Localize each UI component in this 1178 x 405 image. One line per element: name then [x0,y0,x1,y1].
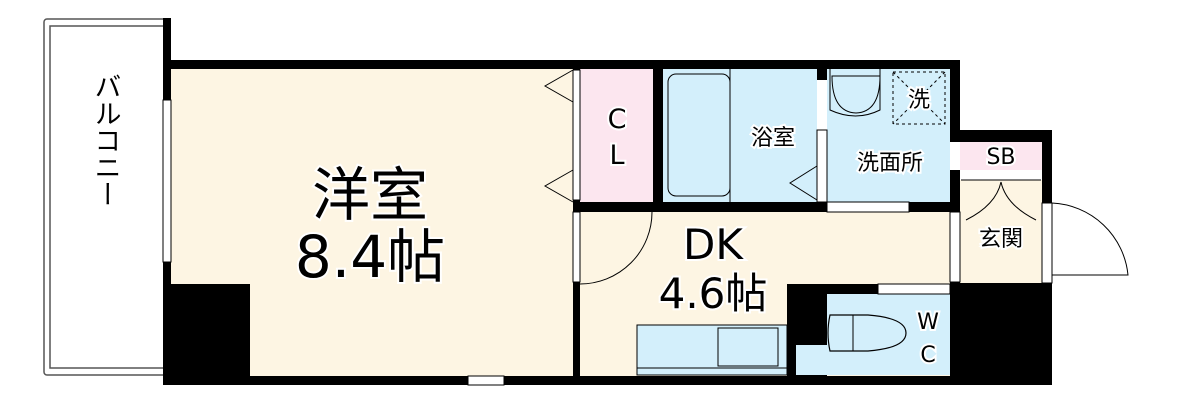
western-room-door[interactable] [572,211,581,283]
bathroom-door-fold-icon [789,165,818,201]
entrance-floor [960,180,1042,283]
washer-label: 洗 [908,88,930,113]
washer-space [892,71,946,125]
entrance-door[interactable] [1041,202,1053,284]
walls [163,18,1052,385]
wc-label-2: C [920,343,935,368]
closet-label-1: C [608,104,627,135]
sink-icon [829,67,881,117]
shoe-box-door-icon [961,179,1041,221]
shoe-box-label: SB [986,145,1015,170]
closet-label-2: L [609,140,624,171]
door-swing-icon [579,211,653,285]
balcony-label: バルコニー [90,73,121,208]
bathroom-label: 浴室 [751,126,795,151]
bathroom-floor [663,68,817,202]
entrance-door-swing-icon [1051,202,1129,276]
bathroom-door[interactable] [816,129,828,203]
washroom-floor [827,68,950,202]
kitchen-counter [636,324,788,376]
wc-door[interactable] [877,283,951,295]
dk-entrance-door[interactable] [949,211,961,283]
wc-storage [796,345,827,375]
wc-label-1: W [917,310,939,335]
balcony: バルコニー [43,18,167,376]
toilet-icon [827,314,907,352]
shoe-box [960,142,1042,170]
western-room-size: 8.4帖 [295,223,445,291]
closet-door[interactable] [572,69,581,201]
washer-cross-icon [892,71,946,125]
washroom-door[interactable] [826,201,910,213]
balcony-window[interactable] [162,99,172,263]
entrance-label: 玄関 [979,227,1023,252]
dk-size: 4.6帖 [659,269,768,318]
dk-label: DK [683,220,744,269]
closet-door-fold-icon [543,169,574,203]
closet-door-fold-icon [543,69,574,103]
washroom-label: 洗面所 [857,151,923,176]
kitchen-sink-icon [717,327,779,367]
closet-floor [580,68,653,202]
western-room-label: 洋室 [312,161,428,229]
bottom-window [467,375,505,386]
